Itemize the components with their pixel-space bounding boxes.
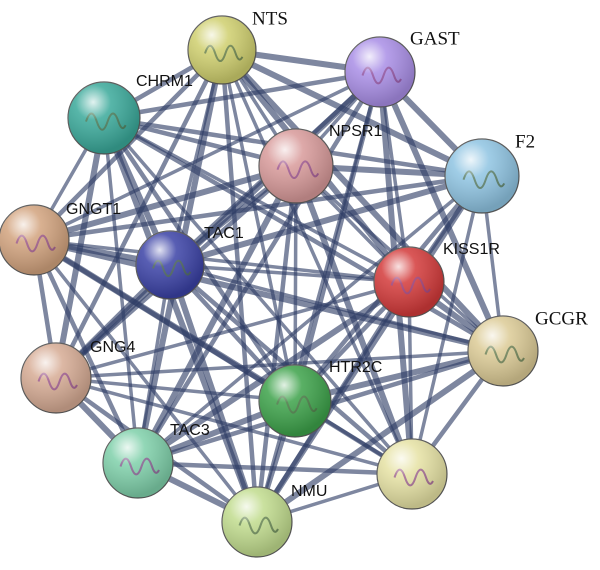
node-highlight	[103, 428, 173, 498]
edge-gast-gngt1	[32, 70, 382, 242]
node-highlight	[222, 487, 292, 557]
node-label-gngt1: GNGT1	[66, 201, 121, 218]
node-highlight	[0, 205, 69, 275]
node-tac3[interactable]	[102, 427, 174, 499]
node-nmu[interactable]	[221, 486, 293, 558]
node-label-gcgr: GCGR	[535, 308, 588, 329]
node-highlight	[468, 316, 538, 386]
node-label-npsr1: NPSR1	[329, 123, 382, 140]
edge-gast-chrm1	[101, 69, 383, 121]
node-label-gast: GAST	[410, 28, 460, 49]
node-htr2c[interactable]	[258, 364, 332, 438]
edge-tac3-partial	[135, 460, 415, 477]
edge-tac1-kiss1r	[168, 263, 411, 284]
edge-tac1-gcgr	[168, 263, 505, 353]
edge-gast-tac3	[135, 69, 383, 466]
edge-gng4-htr2c	[54, 376, 297, 403]
edge-f2-partial	[410, 174, 484, 476]
edge-gngt1-nmu	[32, 238, 259, 524]
edge-gcgr-gng4	[54, 349, 505, 380]
edge-gcgr-nmu	[254, 348, 506, 525]
edge-gast-nmu	[255, 70, 382, 524]
node-highlight	[188, 16, 256, 84]
node-highlight	[21, 343, 91, 413]
node-gast[interactable]	[344, 36, 416, 108]
node-label-tac3: TAC3	[170, 422, 210, 439]
node-gngt1[interactable]	[0, 204, 70, 276]
node-highlight	[68, 82, 140, 154]
node-highlight	[345, 37, 415, 107]
node-label-kiss1r: KISS1R	[443, 241, 500, 258]
edge-gngt1-kiss1r	[32, 238, 411, 284]
node-nts[interactable]	[187, 15, 257, 85]
node-highlight	[259, 365, 331, 437]
node-tac1[interactable]	[135, 230, 205, 300]
node-gng4[interactable]	[20, 342, 92, 414]
node-highlight	[136, 231, 204, 299]
node-partial[interactable]	[376, 438, 448, 510]
edge-npsr1-gngt1	[31, 163, 299, 243]
node-label-nmu: NMU	[291, 483, 327, 500]
node-label-tac1: TAC1	[204, 225, 244, 242]
edge-nts-gcgr	[219, 47, 506, 354]
node-npsr1[interactable]	[258, 128, 334, 204]
edge-npsr1-nmu	[254, 163, 299, 525]
node-highlight	[377, 439, 447, 509]
node-label-gng4: GNG4	[90, 339, 135, 356]
node-kiss1r[interactable]	[373, 246, 445, 318]
node-highlight	[445, 139, 519, 213]
node-chrm1[interactable]	[67, 81, 141, 155]
node-label-nts: NTS	[252, 8, 288, 29]
node-label-htr2c: HTR2C	[329, 359, 382, 376]
node-layer	[0, 15, 539, 558]
node-label-chrm1: CHRM1	[136, 73, 193, 90]
edge-chrm1-gcgr	[101, 115, 506, 354]
edge-f2-tac1	[167, 173, 485, 268]
node-gcgr[interactable]	[467, 315, 539, 387]
edge-nts-partial	[220, 48, 414, 476]
edge-f2-gngt1	[31, 173, 485, 243]
node-highlight	[259, 129, 333, 203]
node-label-f2: F2	[515, 131, 535, 152]
node-highlight	[374, 247, 444, 317]
edge-kiss1r-gng4	[54, 280, 411, 380]
node-f2[interactable]	[444, 138, 520, 214]
